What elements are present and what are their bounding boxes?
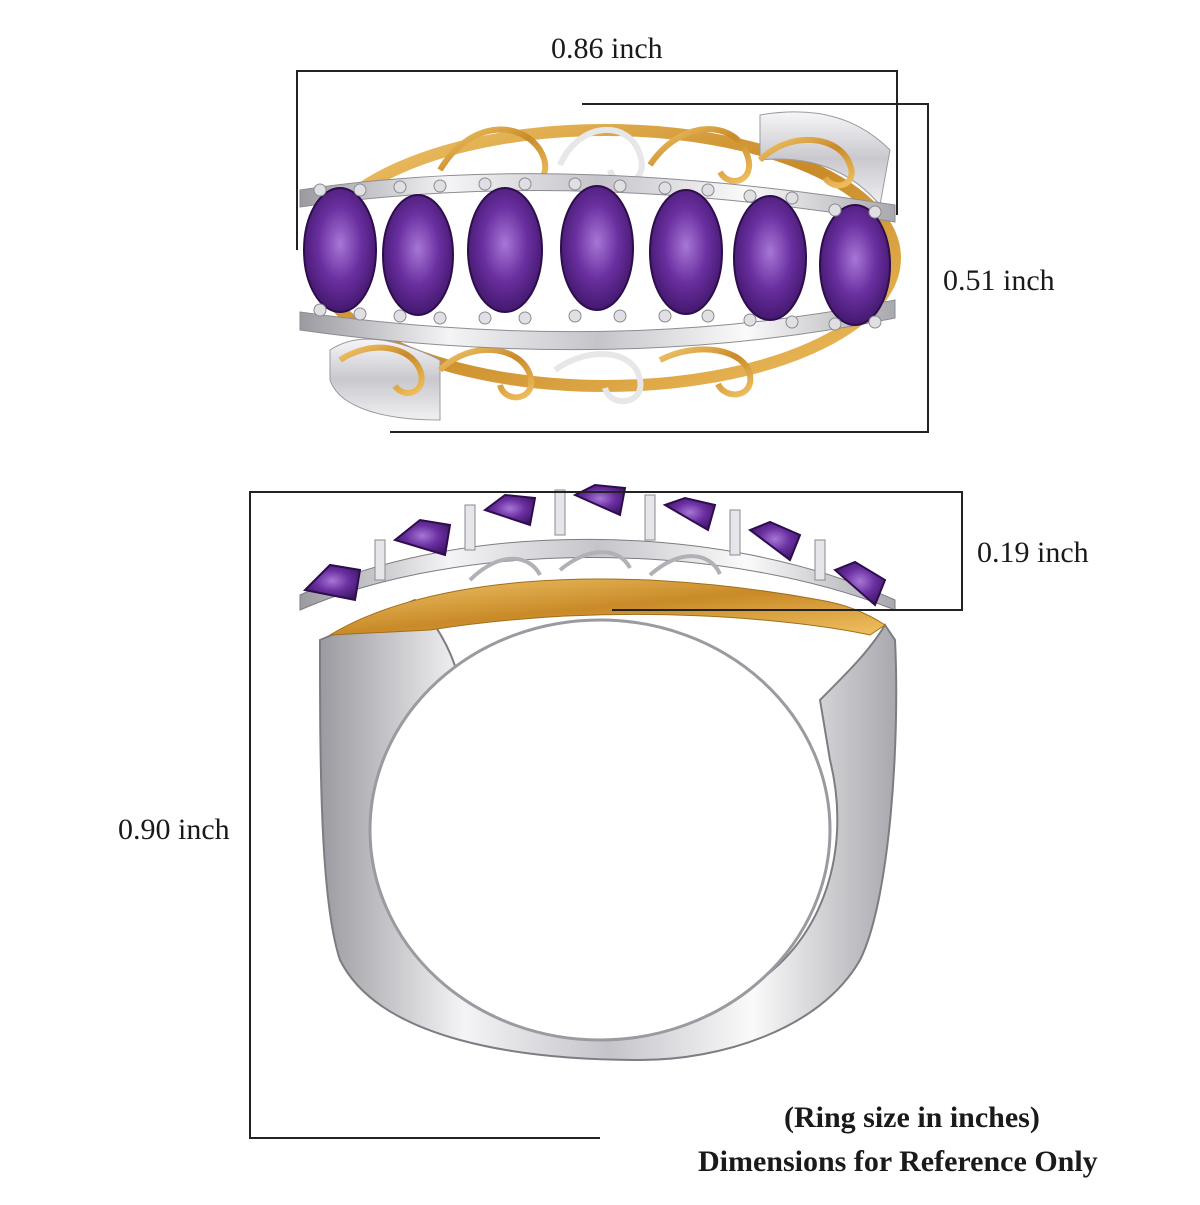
reference-disclaimer: Dimensions for Reference Only: [698, 1145, 1098, 1178]
dimension-overall-height-label: 0.90 inch: [118, 813, 230, 846]
dimension-width-label: 0.86 inch: [551, 32, 663, 65]
ring-size-note: (Ring size in inches): [784, 1101, 1040, 1134]
dimension-top-height-label: 0.51 inch: [943, 264, 1055, 297]
amethyst-row-top: [303, 185, 891, 326]
ring-top-view: [299, 111, 901, 421]
dimension-side-height-label: 0.19 inch: [977, 536, 1089, 569]
ring-side-view: [299, 483, 898, 1062]
dimension-lines: [249, 70, 963, 1139]
